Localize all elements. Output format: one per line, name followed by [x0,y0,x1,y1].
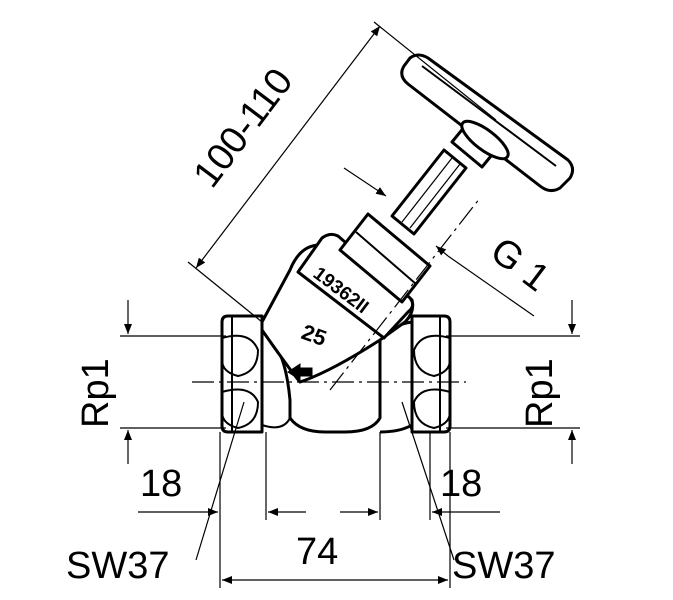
dim-rp-left [120,300,226,464]
dim-sw-left-label: SW37 [66,545,169,587]
dim-height-label: 100-110 [186,61,302,195]
dim-sw-right-label: SW37 [452,545,555,587]
dim-thread-label: G 1 [483,230,557,300]
dim-74-label: 74 [296,531,338,573]
dim-rp-right [446,300,580,464]
dim-100-110 [187,21,497,323]
handwheel [400,53,575,193]
dim-74 [219,520,448,588]
dim-18-right [340,432,500,588]
dim-g1 [343,167,535,317]
dim-18-right-label: 18 [440,463,482,505]
left-hex-bulges [221,334,260,430]
sw-leaders [195,401,455,561]
dim-rp-right-label: Rp1 [519,358,561,428]
dim-18-left-label: 18 [140,463,182,505]
center-lines [192,197,481,391]
dim-18-left [138,432,306,520]
dim-rp-left-label: Rp1 [75,358,117,428]
flow-arrow [287,363,313,381]
right-hex-bulges [412,334,451,430]
